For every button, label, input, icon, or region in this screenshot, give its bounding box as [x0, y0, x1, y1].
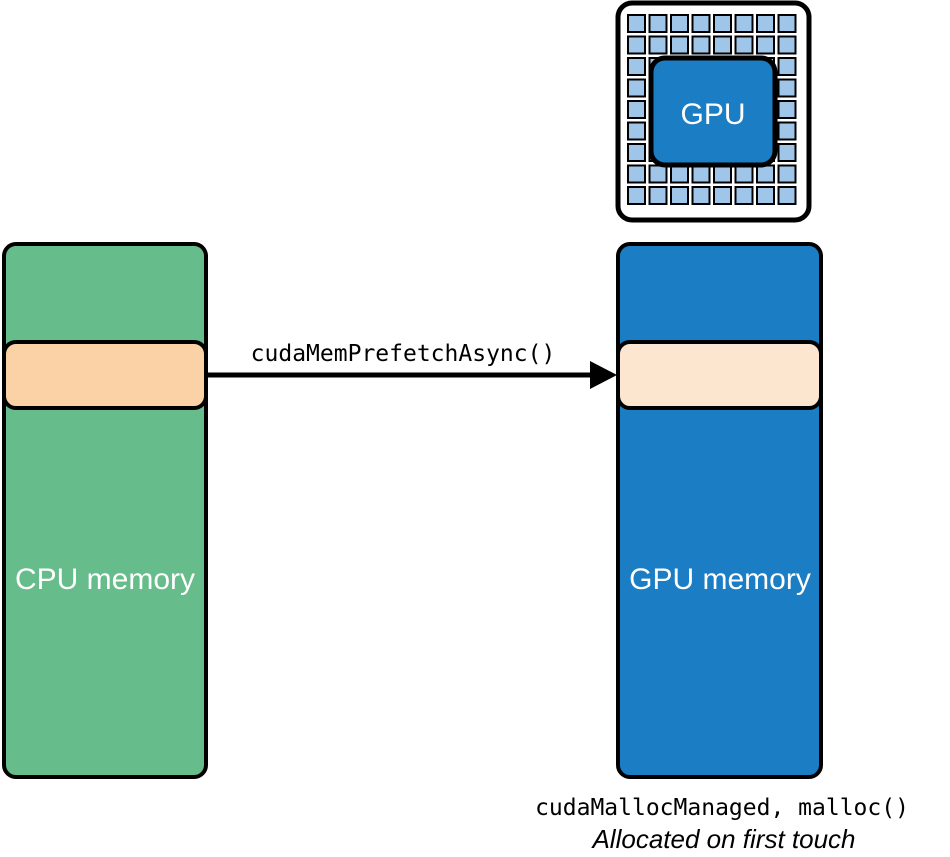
allocation-api-label: cudaMallocManaged, malloc(): [535, 795, 909, 821]
gpu-chip-cell: [648, 14, 668, 33]
gpu-chip-cell: [777, 35, 797, 55]
prefetch-arrow: cudaMemPrefetchAsync(): [206, 341, 617, 389]
allocation-note: cudaMallocManaged, malloc() Allocated on…: [535, 795, 909, 854]
cpu-memory-block: [2, 242, 208, 779]
gpu-chip-cell: [627, 35, 646, 55]
gpu-chip: GPU: [615, 0, 812, 223]
gpu-chip-cell: [691, 35, 711, 55]
gpu-chip-cell: [756, 164, 775, 184]
gpu-chip-cell: [627, 57, 646, 76]
gpu-chip-cell: [777, 143, 797, 162]
cpu-memory-page: [2, 340, 208, 410]
gpu-chip-cell: [777, 121, 797, 141]
gpu-chip-cell: [734, 14, 754, 33]
gpu-chip-cell: [627, 100, 646, 119]
gpu-memory-label: GPU memory: [629, 563, 811, 596]
gpu-chip-cell: [756, 14, 775, 33]
gpu-chip-cell: [670, 14, 689, 33]
gpu-chip-cell: [777, 164, 797, 184]
gpu-chip-cell: [713, 186, 732, 205]
gpu-chip-label: GPU: [680, 98, 745, 131]
gpu-chip-cell: [648, 186, 668, 205]
gpu-memory-block: [616, 242, 823, 779]
gpu-chip-cell: [713, 164, 732, 184]
gpu-chip-cell: [627, 186, 646, 205]
gpu-chip-cell: [691, 14, 711, 33]
gpu-chip-cell: [734, 35, 754, 55]
gpu-chip-cell: [777, 57, 797, 76]
gpu-chip-core: [648, 55, 778, 168]
gpu-chip-cell: [734, 186, 754, 205]
gpu-chip-cell: [691, 164, 711, 184]
gpu-chip-cell: [627, 121, 646, 141]
gpu-chip-cell: [648, 164, 668, 184]
gpu-chip-cell: [777, 78, 797, 98]
gpu-chip-cell: [627, 14, 646, 33]
gpu-chip-cell: [734, 164, 754, 184]
gpu-chip-cell: [627, 164, 646, 184]
gpu-memory-page: [616, 340, 823, 410]
gpu-chip-cell: [670, 186, 689, 205]
gpu-memory: GPU memory: [616, 242, 823, 779]
gpu-chip-cell: [756, 186, 775, 205]
gpu-chip-cell: [777, 100, 797, 119]
gpu-chip-cell: [627, 143, 646, 162]
gpu-chip-cell: [670, 35, 689, 55]
gpu-chip-cell: [713, 14, 732, 33]
gpu-chip-cell: [756, 35, 775, 55]
gpu-chip-cell: [627, 78, 646, 98]
prefetch-arrow-label: cudaMemPrefetchAsync(): [251, 341, 556, 367]
gpu-chip-cell: [648, 35, 668, 55]
gpu-chip-cell: [777, 186, 797, 205]
gpu-chip-cell: [713, 35, 732, 55]
gpu-chip-cell: [670, 164, 689, 184]
prefetch-arrow-head: [590, 361, 617, 389]
cpu-memory: CPU memory: [2, 242, 208, 779]
gpu-chip-cell: [777, 14, 797, 33]
cpu-memory-label: CPU memory: [15, 563, 195, 596]
gpu-chip-cell: [691, 186, 711, 205]
allocation-caption: Allocated on first touch: [590, 824, 855, 854]
